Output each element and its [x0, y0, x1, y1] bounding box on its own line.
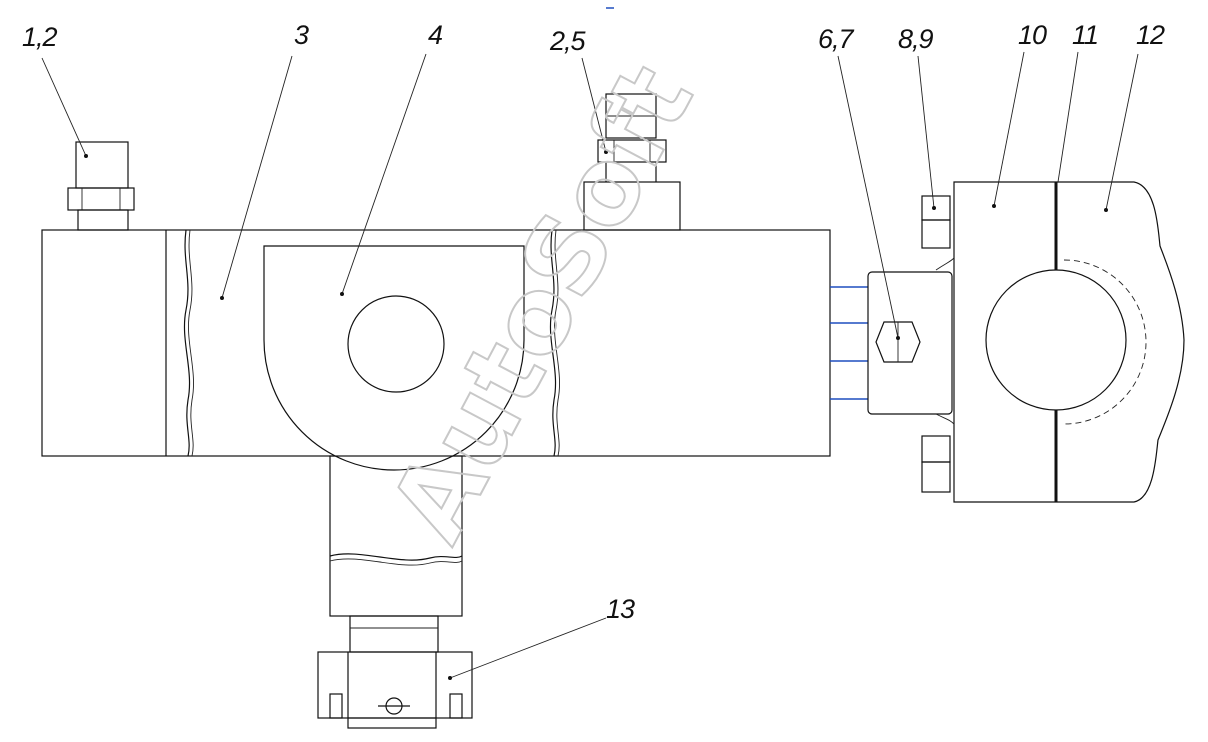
callout-12: 12 — [1104, 20, 1166, 212]
callout-6-7: 6,7 — [818, 24, 900, 340]
block-6-7 — [867, 271, 953, 415]
callout-13: 13 — [448, 594, 636, 680]
callout-label: 12 — [1136, 20, 1165, 50]
callout-label: 8,9 — [898, 24, 934, 54]
callout-8-9: 8,9 — [898, 24, 936, 210]
callout-label: 1,2 — [22, 22, 58, 52]
callout-label: 13 — [606, 594, 635, 624]
stem-13 — [317, 455, 473, 729]
callout-2-5: 2,5 — [549, 26, 608, 154]
callout-label: 2,5 — [549, 26, 587, 56]
callout-4: 4 — [340, 20, 443, 296]
callout-1-2: 1,2 — [22, 22, 88, 158]
left-fitting — [67, 141, 135, 231]
pipes — [830, 286, 868, 400]
callout-label: 10 — [1018, 20, 1047, 50]
housing-4 — [263, 245, 525, 471]
callout-10: 10 — [992, 20, 1048, 208]
callout-label: 11 — [1072, 20, 1098, 50]
callout-11: 11 — [1057, 20, 1099, 183]
callout-label: 6,7 — [818, 24, 855, 54]
callout-label: 4 — [428, 20, 442, 50]
callout-3: 3 — [220, 20, 310, 300]
top-fitting — [583, 93, 681, 231]
clamp — [935, 181, 1185, 503]
callout-label: 3 — [294, 20, 309, 50]
bolts-8-9 — [921, 195, 951, 493]
